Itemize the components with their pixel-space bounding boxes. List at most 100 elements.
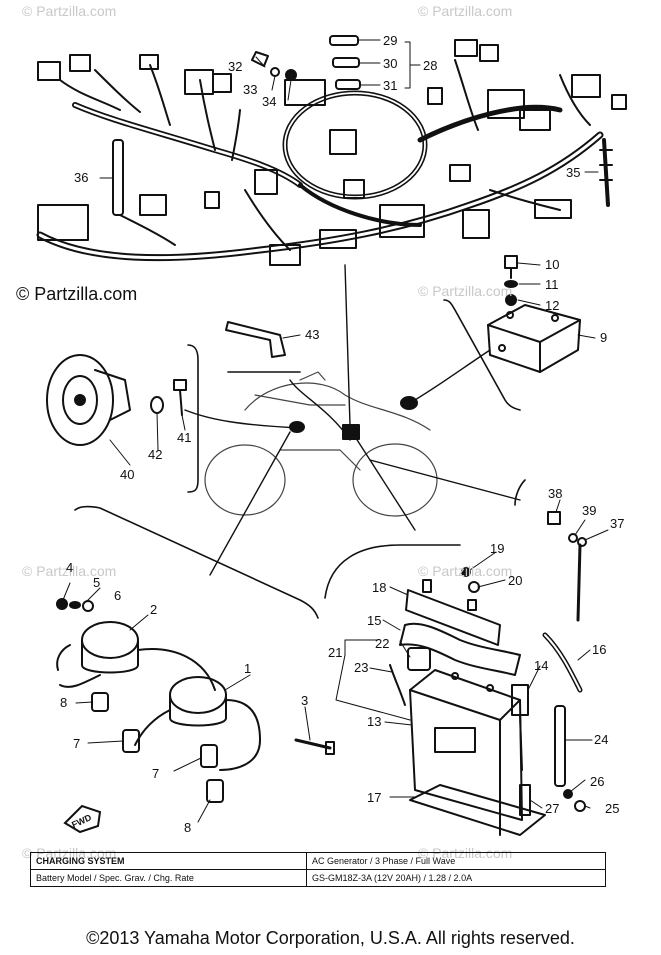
callout-41: 41: [177, 430, 191, 445]
spec-row1-label: CHARGING SYSTEM: [30, 852, 307, 870]
callout-24: 24: [594, 732, 608, 747]
plug-cap-7b: [200, 744, 218, 768]
watermark: © Partzilla.com: [22, 3, 116, 19]
callout-3: 3: [301, 693, 308, 708]
callout-numbers: 1 2 3 4 5 6 7 7 8 8 9 10 11 12 13 14 15 …: [60, 33, 624, 835]
sleeve-36: [112, 139, 124, 216]
spec-row-battery: Battery Model / Spec. Grav. / Chg. Rate …: [30, 869, 606, 887]
battery-tray-17: [409, 784, 546, 836]
callout-21: 21: [328, 645, 342, 660]
callout-18: 18: [372, 580, 386, 595]
callout-8b: 8: [184, 820, 191, 835]
battery-13: [409, 669, 523, 836]
callout-23: 23: [354, 660, 368, 675]
watermark: © Partzilla.com: [418, 563, 512, 579]
battery-holder-18: [405, 579, 501, 646]
callout-13: 13: [367, 714, 381, 729]
spec-row2-label: Battery Model / Spec. Grav. / Chg. Rate: [30, 869, 307, 887]
callout-43: 43: [305, 327, 319, 342]
callout-15: 15: [367, 613, 381, 628]
callout-17: 17: [367, 790, 381, 805]
callout-19: 19: [490, 541, 504, 556]
callout-20: 20: [508, 573, 522, 588]
callout-39: 39: [582, 503, 596, 518]
leader-lines: [184, 264, 521, 576]
cable-37: [576, 537, 587, 622]
callout-42: 42: [148, 447, 162, 462]
watermark: © Partzilla.com: [418, 3, 512, 19]
breather-pipe-24: [554, 705, 566, 787]
callout-28: 28: [423, 58, 437, 73]
bolt-19: [461, 567, 471, 577]
callout-10: 10: [545, 257, 559, 272]
nut-12: [505, 294, 517, 306]
callout-29: 29: [383, 33, 397, 48]
screw-38: [547, 511, 561, 525]
plug-cap-8b: [206, 779, 224, 803]
watermark: © Partzilla.com: [22, 563, 116, 579]
spec-row-charging: CHARGING SYSTEM AC Generator / 3 Phase /…: [30, 852, 606, 870]
fuse-22: [407, 647, 431, 671]
grommet-34: [285, 69, 297, 81]
regulator-9: [487, 304, 581, 373]
callout-37: 37: [610, 516, 624, 531]
callout-14: 14: [534, 658, 548, 673]
copyright-text: ©2013 Yamaha Motor Corporation, U.S.A. A…: [86, 928, 575, 948]
battery-lead-16: [542, 632, 583, 693]
band-35: [599, 138, 613, 207]
washer-33: [270, 67, 280, 77]
bolt-41: [173, 379, 187, 416]
callout-25: 25: [605, 801, 619, 816]
harness-pins-29-31: [329, 35, 361, 90]
horn-40: [46, 354, 131, 446]
callout-1: 1: [244, 661, 251, 676]
washer-4: [56, 598, 68, 610]
ignition-coil-2: [56, 621, 216, 691]
washer-11: [504, 280, 518, 288]
callout-8a: 8: [60, 695, 67, 710]
ignition-coil-1: [134, 676, 261, 771]
callout-2: 2: [150, 602, 157, 617]
callout-5: 5: [93, 575, 100, 590]
screw-25: [574, 800, 586, 812]
washer-39: [568, 533, 578, 543]
battery-band-15: [399, 622, 521, 676]
callout-34: 34: [262, 94, 276, 109]
callout-6: 6: [114, 588, 121, 603]
callout-22: 22: [375, 636, 389, 651]
callout-32: 32: [228, 59, 242, 74]
fuse-holder-23: [389, 664, 406, 706]
washer-5: [69, 601, 81, 609]
nut-6: [82, 600, 94, 612]
watermark-main: © Partzilla.com: [16, 284, 137, 304]
spec-row1-value: AC Generator / 3 Phase / Full Wave: [306, 852, 606, 870]
fwd-arrow: FWD: [63, 804, 102, 834]
callout-9: 9: [600, 330, 607, 345]
motorcycle-mount-markers: [289, 396, 418, 440]
callout-40: 40: [120, 467, 134, 482]
callout-11: 11: [545, 277, 559, 292]
motorcycle-outline: [204, 371, 438, 517]
callout-33: 33: [243, 82, 257, 97]
callout-16: 16: [592, 642, 606, 657]
watermark: © Partzilla.com: [418, 283, 512, 299]
battery-lead-14: [511, 684, 529, 771]
callout-4: 4: [66, 560, 73, 575]
callout-leaders: [62, 39, 609, 823]
callout-27: 27: [545, 801, 559, 816]
callout-30: 30: [383, 56, 397, 71]
callout-38: 38: [548, 486, 562, 501]
callout-7b: 7: [152, 766, 159, 781]
spec-table: CHARGING SYSTEM AC Generator / 3 Phase /…: [30, 852, 606, 887]
bolt-3: [294, 738, 335, 755]
callout-31: 31: [383, 78, 397, 93]
spec-row2-value: GS-GM18Z-3A (12V 20AH) / 1.28 / 2.0A: [306, 869, 606, 887]
callout-35: 35: [566, 165, 580, 180]
screw-32: [251, 51, 269, 67]
washer-42: [150, 396, 164, 414]
wire-harness: [36, 39, 627, 266]
callout-26: 26: [590, 774, 604, 789]
callout-36: 36: [74, 170, 88, 185]
bolt-10: [504, 255, 518, 279]
